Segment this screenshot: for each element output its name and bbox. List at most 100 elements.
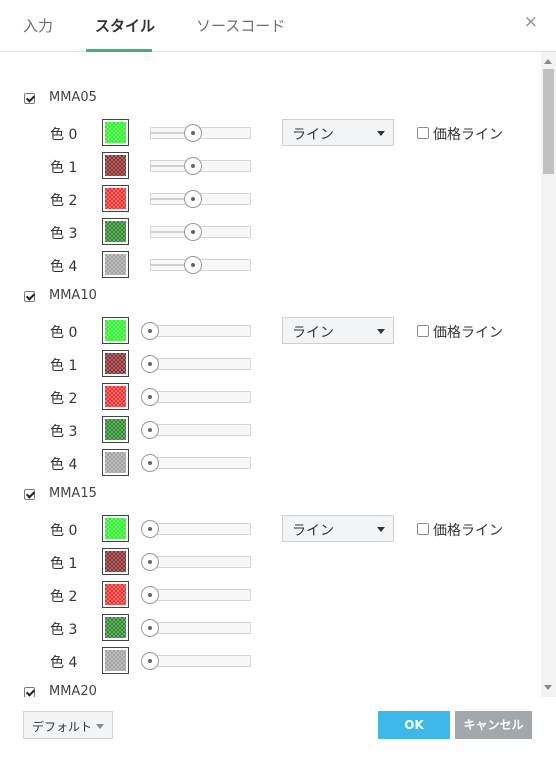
slider-knob[interactable] (141, 388, 159, 406)
opacity-slider[interactable] (142, 190, 252, 208)
price-line-checkbox[interactable] (417, 325, 429, 337)
line-type-select[interactable]: ライン (282, 317, 394, 344)
scrollbar-thumb[interactable] (543, 69, 554, 174)
color-label: 色 1 (50, 358, 78, 374)
slider-knob[interactable] (141, 322, 159, 340)
opacity-slider[interactable] (142, 256, 252, 274)
color-label: 色 0 (50, 127, 78, 143)
opacity-slider[interactable] (141, 586, 252, 604)
color-swatch[interactable] (102, 416, 129, 443)
cancel-button[interactable]: キャンセル (455, 711, 532, 739)
slider-knob[interactable] (141, 421, 159, 439)
slider-track (150, 391, 251, 403)
chevron-down-icon (377, 329, 385, 334)
dialog-tabs: 入力 スタイル ソースコード × (0, 0, 556, 52)
line-type-select[interactable]: ライン (282, 515, 394, 542)
opacity-slider[interactable] (141, 652, 252, 670)
study-name: MMA20 (49, 684, 97, 697)
line-type-select[interactable]: ライン (282, 119, 394, 146)
study-name: MMA05 (49, 90, 97, 105)
slider-track (150, 589, 251, 601)
close-icon[interactable]: × (523, 12, 538, 32)
color-swatch[interactable] (102, 614, 129, 641)
color-swatch-fill (105, 188, 126, 209)
color-swatch[interactable] (102, 581, 129, 608)
slider-knob[interactable] (141, 454, 159, 472)
color-label: 色 4 (50, 259, 78, 275)
opacity-slider[interactable] (141, 520, 252, 538)
opacity-slider[interactable] (141, 388, 252, 406)
ok-button[interactable]: OK (378, 711, 450, 739)
color-swatch[interactable] (102, 647, 129, 674)
slider-knob[interactable] (183, 124, 202, 142)
slider-fill-line (150, 264, 193, 266)
opacity-slider[interactable] (141, 355, 252, 373)
scroll-up-arrow-icon[interactable] (544, 59, 552, 64)
opacity-slider[interactable] (141, 322, 252, 340)
study-enabled-checkbox[interactable] (24, 687, 35, 697)
chevron-down-icon (377, 527, 385, 532)
color-swatch-fill (105, 419, 126, 440)
slider-knob[interactable] (183, 190, 202, 208)
color-swatch[interactable] (102, 449, 129, 476)
slider-track (150, 457, 251, 469)
color-swatch[interactable] (102, 119, 129, 146)
color-swatch[interactable] (102, 218, 129, 245)
color-swatch-fill (105, 353, 126, 374)
color-swatch-fill (105, 155, 126, 176)
study-name: MMA10 (49, 288, 97, 303)
price-line-checkbox[interactable] (417, 127, 429, 139)
color-swatch-fill (105, 518, 126, 539)
chevron-down-icon (96, 724, 104, 729)
tab-source-code[interactable]: ソースコード (196, 17, 286, 35)
tab-style[interactable]: スタイル (95, 17, 156, 35)
slider-track (150, 424, 251, 436)
opacity-slider[interactable] (142, 124, 252, 142)
slider-knob[interactable] (141, 652, 159, 670)
color-label: 色 3 (50, 424, 78, 440)
opacity-slider[interactable] (141, 454, 252, 472)
slider-track (150, 358, 251, 370)
scroll-down-arrow-icon[interactable] (544, 685, 552, 690)
color-swatch[interactable] (102, 251, 129, 278)
color-swatch-fill (105, 452, 126, 473)
color-label: 色 0 (50, 325, 78, 341)
opacity-slider[interactable] (142, 157, 252, 175)
slider-knob[interactable] (141, 520, 159, 538)
vertical-scrollbar[interactable] (541, 52, 556, 697)
color-swatch[interactable] (102, 317, 129, 344)
color-swatch[interactable] (102, 185, 129, 212)
opacity-slider[interactable] (141, 619, 252, 637)
color-label: 色 2 (50, 193, 78, 209)
opacity-slider[interactable] (141, 421, 252, 439)
study-enabled-checkbox[interactable] (24, 93, 35, 104)
color-swatch[interactable] (102, 548, 129, 575)
line-type-value: ライン (292, 127, 334, 143)
color-swatch[interactable] (102, 152, 129, 179)
slider-knob[interactable] (141, 586, 159, 604)
study-enabled-checkbox[interactable] (24, 291, 35, 302)
color-swatch-fill (105, 221, 126, 242)
color-swatch[interactable] (102, 515, 129, 542)
opacity-slider[interactable] (141, 553, 252, 571)
color-swatch[interactable] (102, 350, 129, 377)
color-label: 色 3 (50, 226, 78, 242)
slider-knob[interactable] (183, 256, 202, 274)
price-line-label: 価格ライン (433, 127, 503, 143)
dialog-footer: デフォルト OK キャンセル (0, 697, 556, 763)
slider-fill-line (150, 198, 193, 200)
slider-knob[interactable] (183, 157, 202, 175)
defaults-dropdown-button[interactable]: デフォルト (23, 711, 113, 739)
tab-input[interactable]: 入力 (23, 17, 54, 35)
slider-fill-line (150, 165, 193, 167)
study-enabled-checkbox[interactable] (24, 489, 35, 500)
slider-knob[interactable] (141, 553, 159, 571)
color-swatch[interactable] (102, 383, 129, 410)
slider-knob[interactable] (183, 223, 202, 241)
slider-track (150, 325, 251, 337)
opacity-slider[interactable] (142, 223, 252, 241)
slider-knob[interactable] (141, 619, 159, 637)
color-swatch-fill (105, 386, 126, 407)
price-line-checkbox[interactable] (417, 523, 429, 535)
slider-knob[interactable] (141, 355, 159, 373)
